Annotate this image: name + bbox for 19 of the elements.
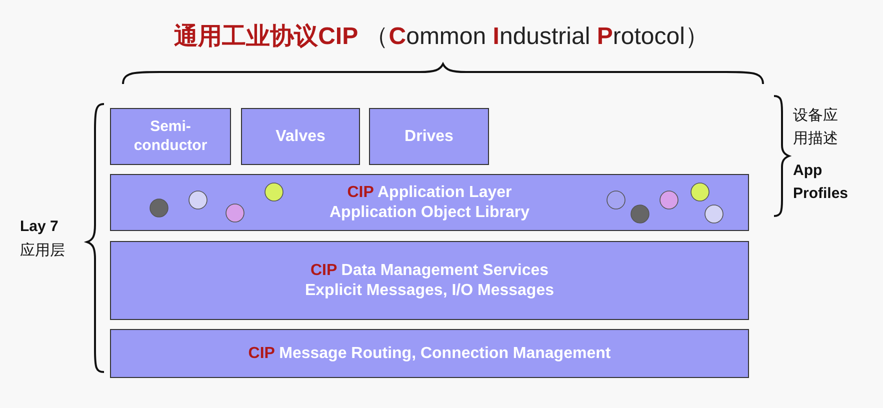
side-label: App Profiles — [793, 161, 850, 204]
layer-box — [110, 174, 749, 231]
layer-box — [369, 108, 489, 165]
layer-box — [110, 329, 749, 378]
title: 通用工业协议CIP （Common Industrial Protocol） — [173, 22, 710, 52]
side-label: 应用层 — [20, 241, 66, 261]
layer-text: Valves — [276, 126, 326, 146]
layer-text: Drives — [404, 126, 454, 146]
layer-text: Semi- conductor — [132, 118, 208, 156]
layer-box — [241, 108, 360, 165]
layer-box — [110, 108, 231, 165]
layer-text: CIP Data Management Services — [310, 260, 549, 280]
side-label: 设备应用描述 — [793, 106, 839, 148]
layer-text: Application Object Library — [329, 202, 530, 222]
side-label: Lay 7 — [20, 217, 60, 237]
layer-text: CIP Application Layer — [347, 182, 512, 202]
layer-box — [110, 241, 749, 320]
layer-text: CIP Message Routing, Connection Management — [248, 344, 611, 364]
layer-text: Explicit Messages, I/O Messages — [304, 280, 554, 300]
